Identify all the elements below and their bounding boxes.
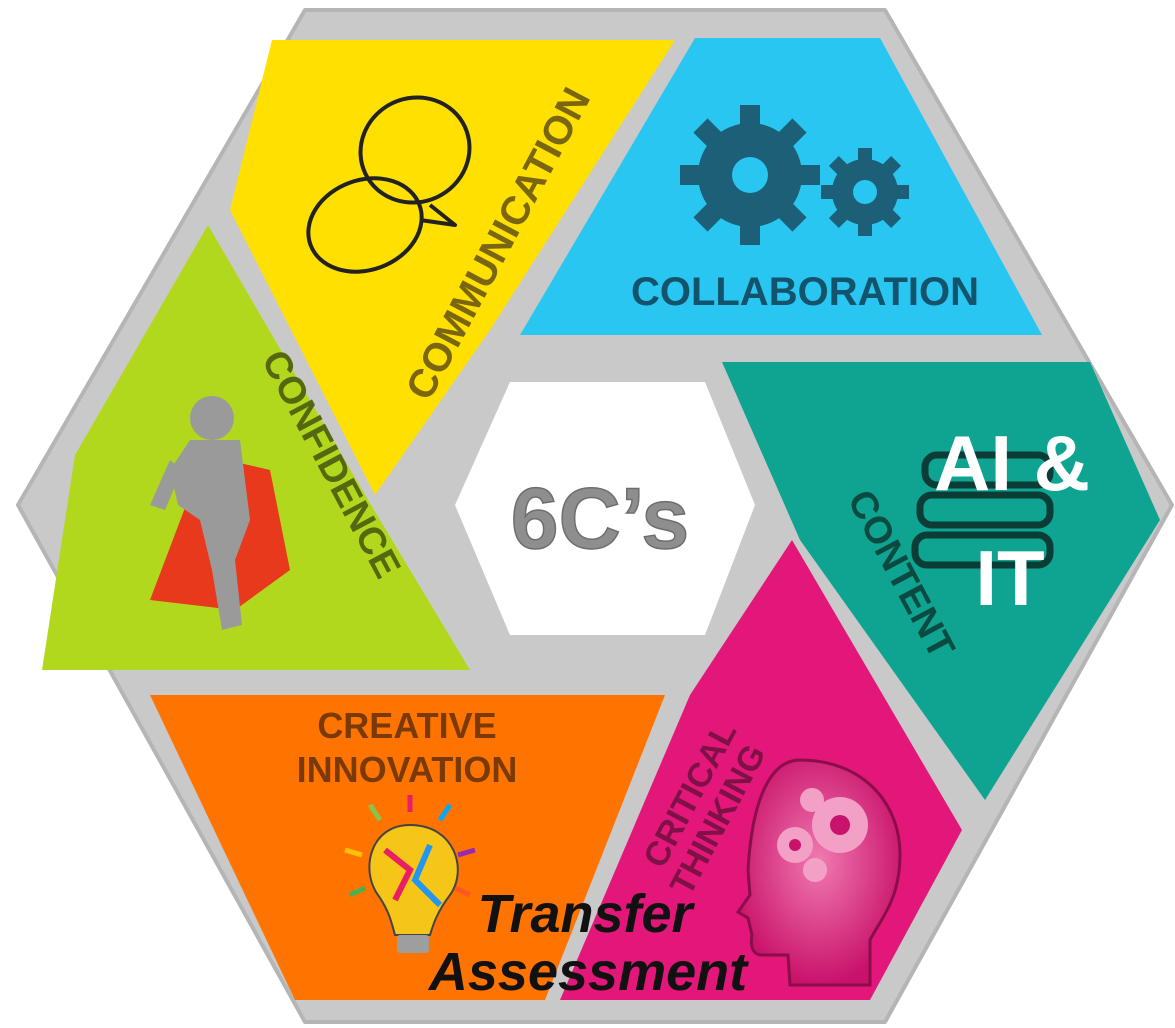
center-hexagon [455, 382, 755, 635]
gears-icon [680, 105, 909, 245]
transfer-label-line2: Assessment [427, 942, 749, 1002]
center-label: 6C’s [511, 471, 689, 567]
speech-bubbles-icon [306, 95, 472, 274]
ai-label-line2: IT [975, 534, 1044, 622]
superhero-icon [150, 396, 290, 630]
segment-confidence [42, 225, 470, 670]
collaboration-label: COLLABORATION [631, 270, 979, 314]
ai-label-line1: AI & [934, 419, 1090, 507]
segment-communication [230, 40, 675, 495]
lightbulb-icon [344, 795, 476, 953]
books-icon [911, 451, 1054, 569]
creative-innovation-label-line1: CREATIVE [317, 705, 496, 746]
head-gears-icon [735, 758, 902, 987]
creative-innovation-label-line2: INNOVATION [297, 749, 518, 790]
transfer-label-line1: Transfer [477, 884, 695, 944]
